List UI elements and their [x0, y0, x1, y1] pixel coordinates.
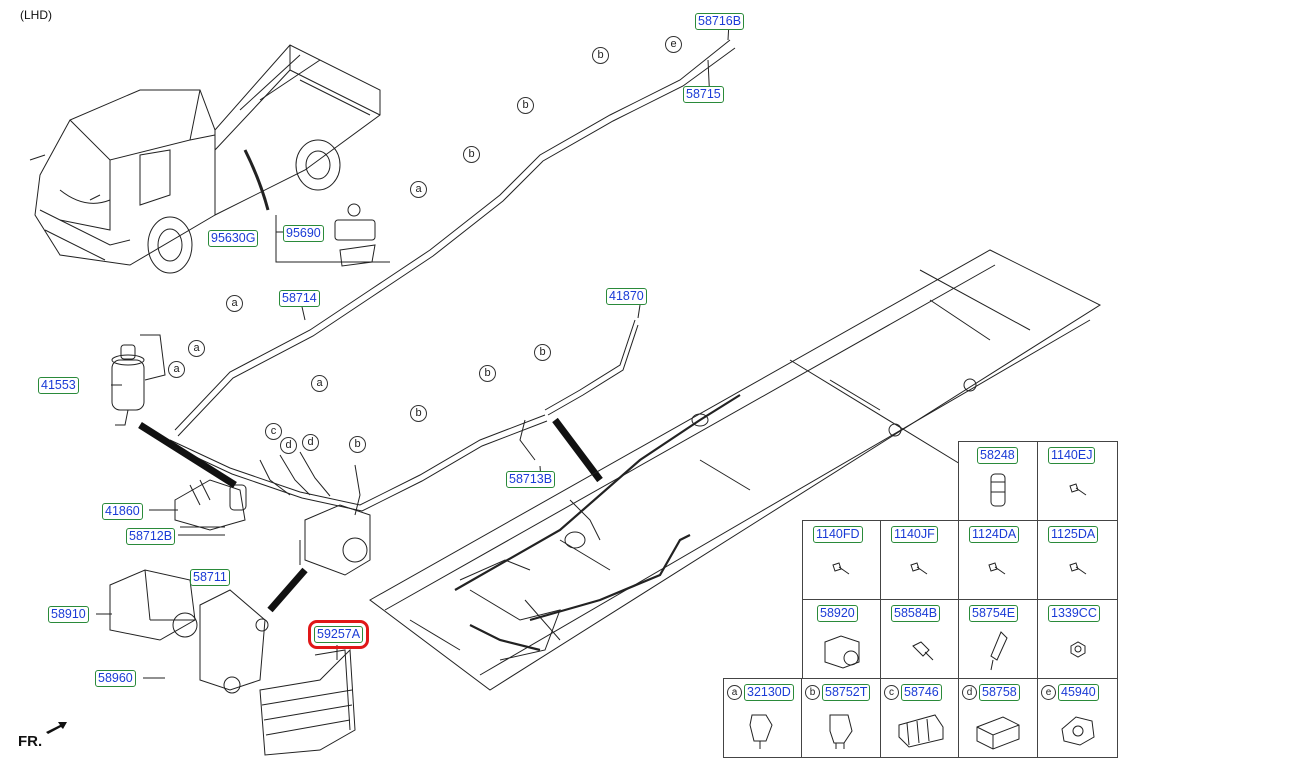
- accumulator-component: [111, 334, 166, 426]
- connector-icon: [990, 631, 1008, 671]
- callout-a: a: [311, 375, 328, 392]
- fitting-icon: [912, 641, 934, 661]
- front-direction-label: FR.: [18, 733, 43, 750]
- table-part-label[interactable]: 1140FD: [813, 526, 863, 543]
- abs-unit-component: [109, 569, 269, 694]
- table-part-label[interactable]: 1125DA: [1048, 526, 1099, 543]
- table-cell[interactable]: 1140FD: [802, 520, 881, 600]
- part-label-58716B[interactable]: 58716B: [695, 13, 745, 30]
- nut-icon: [1070, 641, 1086, 658]
- table-part-label[interactable]: 58758: [979, 684, 1020, 701]
- part-label-58713B[interactable]: 58713B: [506, 471, 556, 488]
- table-cell[interactable]: 1125DA: [1037, 520, 1118, 600]
- table-part-label[interactable]: 32130D: [744, 684, 794, 701]
- callout-b: b: [410, 405, 427, 422]
- table-letter: c: [884, 685, 899, 700]
- part-label-59257A-highlighted[interactable]: 59257A: [307, 620, 370, 649]
- clip-icon: [829, 714, 853, 749]
- table-part-label[interactable]: 58752T: [822, 684, 871, 701]
- callout-e: e: [665, 36, 682, 53]
- multi-clip-icon: [898, 714, 944, 748]
- table-cell[interactable]: 1140JF: [880, 520, 959, 600]
- spacer-part-icon: [990, 473, 1006, 507]
- part-label-41870[interactable]: 41870: [606, 288, 647, 305]
- part-label-58711[interactable]: 58711: [190, 569, 230, 586]
- table-cell[interactable]: 1124DA: [958, 520, 1038, 600]
- callout-b: b: [592, 47, 609, 64]
- callout-d: d: [302, 434, 319, 451]
- truck-illustration: [29, 44, 381, 274]
- table-part-label[interactable]: 1339CC: [1048, 605, 1100, 622]
- table-part-label[interactable]: 58248: [977, 447, 1018, 464]
- table-cell[interactable]: 58248: [958, 441, 1038, 521]
- bolt-icon: [988, 562, 1006, 575]
- table-letter: e: [1041, 685, 1056, 700]
- abs-module-icon: [824, 635, 860, 669]
- table-part-label[interactable]: 1140JF: [891, 526, 938, 543]
- callout-a: a: [226, 295, 243, 312]
- table-cell[interactable]: b 58752T: [801, 678, 881, 758]
- chassis-frame: [369, 249, 1102, 691]
- table-letter: d: [962, 685, 977, 700]
- callout-c: c: [265, 423, 282, 440]
- heat-shield-component: [259, 648, 356, 756]
- table-part-label[interactable]: 1140EJ: [1048, 447, 1096, 464]
- bolt-icon: [1069, 562, 1087, 575]
- part-label-58910[interactable]: 58910: [48, 606, 89, 623]
- bolt-icon: [832, 562, 850, 575]
- bolt-icon: [1069, 483, 1087, 496]
- block-clip-icon: [976, 716, 1020, 750]
- sensor-bracket: [275, 203, 390, 267]
- table-cell[interactable]: 1339CC: [1037, 599, 1118, 679]
- table-cell[interactable]: c 58746: [880, 678, 959, 758]
- table-part-label[interactable]: 45940: [1058, 684, 1099, 701]
- table-part-label[interactable]: 58746: [901, 684, 942, 701]
- callout-b: b: [479, 365, 496, 382]
- callout-a: a: [410, 181, 427, 198]
- part-label-95690[interactable]: 95690: [283, 225, 324, 242]
- variant-label: (LHD): [20, 8, 52, 22]
- part-label-95630G[interactable]: 95630G: [208, 230, 259, 247]
- table-cell[interactable]: 58584B: [880, 599, 959, 679]
- table-letter: b: [805, 685, 820, 700]
- table-part-label[interactable]: 58584B: [891, 605, 941, 622]
- table-cell[interactable]: d 58758: [958, 678, 1038, 758]
- callout-b: b: [534, 344, 551, 361]
- table-part-label[interactable]: 1124DA: [969, 526, 1020, 543]
- callout-b: b: [463, 146, 480, 163]
- part-label-58960[interactable]: 58960: [95, 670, 136, 687]
- table-part-label[interactable]: 58920: [817, 605, 858, 622]
- part-label-58715[interactable]: 58715: [683, 86, 724, 103]
- pressure-sensor-component: [174, 479, 247, 531]
- part-label-41860[interactable]: 41860: [102, 503, 143, 520]
- table-part-label[interactable]: 58754E: [969, 605, 1019, 622]
- clip-icon: [749, 714, 773, 749]
- grommet-icon: [1061, 716, 1095, 746]
- central-modulator-component: [299, 504, 371, 576]
- table-letter: a: [727, 685, 742, 700]
- brake-tube-lines: [169, 39, 736, 516]
- table-cell[interactable]: 58920: [802, 599, 881, 679]
- front-arrow-icon: [46, 722, 67, 734]
- part-label-58712B[interactable]: 58712B: [126, 528, 176, 545]
- table-cell[interactable]: 1140EJ: [1037, 441, 1118, 521]
- callout-a: a: [168, 361, 185, 378]
- callout-a: a: [188, 340, 205, 357]
- part-label-41553[interactable]: 41553: [38, 377, 79, 394]
- table-cell[interactable]: e 45940: [1037, 678, 1118, 758]
- callout-d: d: [280, 437, 297, 454]
- parts-table: 58248 1140EJ 1140FD 1140JF 1124DA 1125DA…: [723, 441, 1118, 758]
- table-cell[interactable]: a 32130D: [723, 678, 802, 758]
- bolt-icon: [910, 562, 928, 575]
- part-label-58714[interactable]: 58714: [279, 290, 320, 307]
- callout-b: b: [517, 97, 534, 114]
- table-cell[interactable]: 58754E: [958, 599, 1038, 679]
- callout-b: b: [349, 436, 366, 453]
